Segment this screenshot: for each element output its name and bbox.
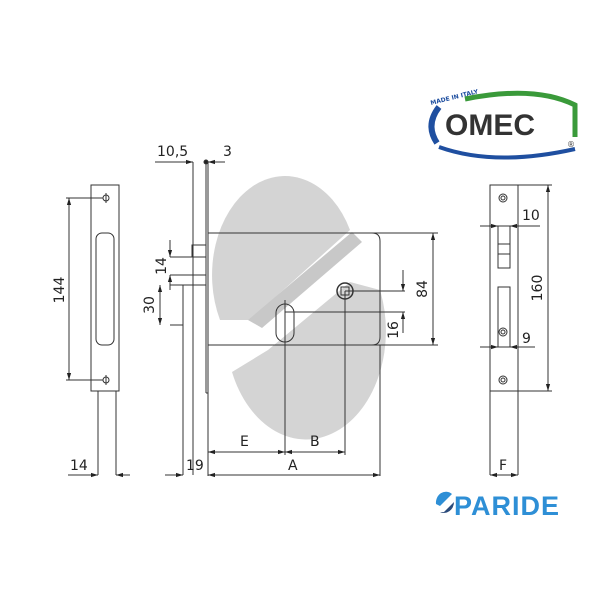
- dim-144: 144: [52, 277, 68, 304]
- faceplate-front-view: [66, 184, 130, 478]
- dim-E: E: [240, 434, 249, 450]
- dim-14-width: 14: [70, 458, 88, 474]
- dim-9-strike: 9: [522, 331, 531, 347]
- lock-side-view: [155, 159, 225, 478]
- dim-30: 30: [142, 296, 158, 314]
- dim-B: B: [310, 434, 320, 450]
- dim-3: 3: [223, 144, 232, 160]
- dim-16: 16: [386, 321, 402, 339]
- dim-F: F: [499, 458, 507, 474]
- dim-14-latch: 14: [154, 257, 170, 275]
- dim-10-5: 10,5: [157, 144, 188, 160]
- paride-wordmark: PARIDE: [454, 491, 560, 521]
- dim-19: 19: [186, 458, 204, 474]
- dim-10-strike: 10: [522, 208, 540, 224]
- dim-A: A: [288, 458, 298, 474]
- dim-84: 84: [415, 280, 431, 298]
- strike-plate-view: [480, 184, 552, 478]
- dim-160: 160: [530, 275, 546, 302]
- omec-registered: ®: [567, 140, 575, 149]
- watermark-logo: [212, 176, 386, 440]
- omec-wordmark: OMEC: [445, 109, 535, 142]
- omec-logo: MADE IN ITALY OMEC ®: [425, 85, 585, 165]
- paride-logo: PARIDE: [432, 488, 597, 522]
- lock-body-view: [207, 232, 438, 478]
